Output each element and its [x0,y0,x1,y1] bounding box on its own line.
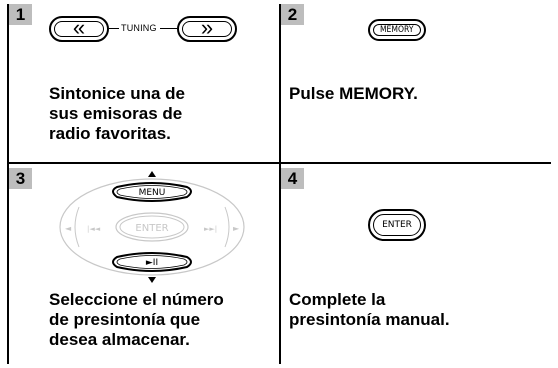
double-left-arrow-icon: « [72,14,86,40]
down-arrow-icon [148,277,156,283]
tuning-up-button: » [177,16,237,42]
menu-button [112,182,192,202]
up-arrow-icon [148,171,156,177]
grid-center-divider [279,4,281,364]
step-number: 4 [281,168,304,189]
enter-label-dim: ENTER [135,223,168,234]
skip-forward-icon: ►►| [204,225,217,233]
step-caption: Seleccione el número de presintonía que … [49,290,224,349]
step-number: 2 [281,4,304,25]
enter-button: ENTER [368,209,426,241]
step-number: 3 [9,168,32,189]
play-pause-label: ►II [146,258,158,268]
grid-left-border [7,4,9,364]
menu-label: MENU [139,188,166,198]
right-arrow-icon: ► [233,224,240,233]
tuning-down-button: « [49,16,109,42]
tuning-control: « TUNING » [49,16,249,44]
tuning-line-right [160,28,177,29]
step-caption: Complete la presintonía manual. [289,290,450,329]
navigation-pad: ENTER ◄ |◄◄ ►►| ► MENU ►II [59,171,245,283]
grid-row-divider [7,162,551,164]
tuning-line-left [109,28,119,29]
step-number: 1 [9,4,32,25]
step-caption: Sintonice una de sus emisoras de radio f… [49,84,186,143]
instruction-grid: 1 « TUNING » Sintonice una de sus emisor… [7,4,551,364]
play-pause-button [112,252,192,272]
skip-back-icon: |◄◄ [87,225,101,233]
tuning-label: TUNING [121,23,157,33]
step-caption: Pulse MEMORY. [289,84,418,103]
memory-button: MEMORY [368,19,426,41]
left-arrow-icon: ◄ [65,224,72,233]
double-right-arrow-icon: » [200,14,214,40]
